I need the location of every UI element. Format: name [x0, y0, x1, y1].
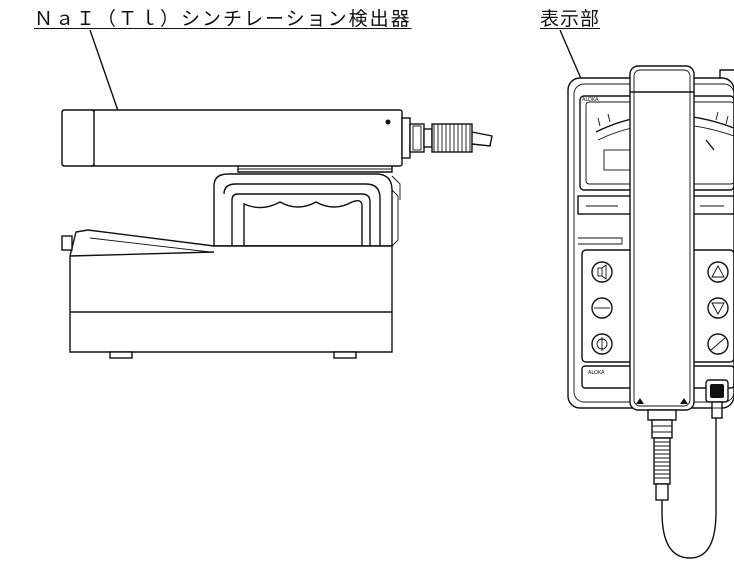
- triangle-down-icon: [711, 302, 725, 315]
- speaker-button[interactable]: [591, 261, 613, 283]
- range-down-button[interactable]: [707, 297, 729, 319]
- detector-assembly: [61, 29, 493, 359]
- connector-neck: [423, 128, 433, 148]
- power-button[interactable]: [591, 333, 613, 355]
- base-foot-right: [333, 351, 357, 359]
- right-button-column: [707, 261, 729, 355]
- detector-signal-cable: [661, 418, 717, 559]
- base-foot-left: [109, 351, 133, 359]
- connector-nut: [409, 123, 425, 153]
- slash-icon: [710, 337, 726, 351]
- cable-strain-relief-spring: [431, 123, 473, 153]
- detector-base-unit: [61, 229, 393, 359]
- triangle-up-icon: [711, 265, 725, 278]
- base-side-knob: [61, 235, 73, 251]
- detector-cable: [471, 131, 493, 147]
- brand-logo-top: ALOKA: [582, 97, 599, 103]
- meter-needle: [705, 139, 715, 151]
- detector-label: ＮａＩ（Ｔｌ）シンチレーション検出器: [34, 8, 412, 30]
- range-up-button[interactable]: [707, 261, 729, 283]
- carry-handle: [629, 65, 695, 411]
- display-unit-assembly: ALOKA: [559, 29, 734, 559]
- brand-logo-bottom: ALOKA: [588, 370, 605, 376]
- left-button-column: [591, 261, 613, 355]
- probe-holder-bracket: [213, 173, 401, 247]
- display-unit-label: 表示部: [540, 8, 601, 30]
- left-cable-connector: [647, 409, 677, 501]
- time-constant-button[interactable]: [707, 333, 729, 355]
- connector-flange: [401, 117, 411, 159]
- speaker-icon: [597, 267, 603, 277]
- probe-screw-icon: [385, 119, 391, 125]
- detector-probe-body: [61, 109, 403, 167]
- right-cable-connector: [705, 379, 729, 419]
- mode-button[interactable]: [591, 297, 613, 319]
